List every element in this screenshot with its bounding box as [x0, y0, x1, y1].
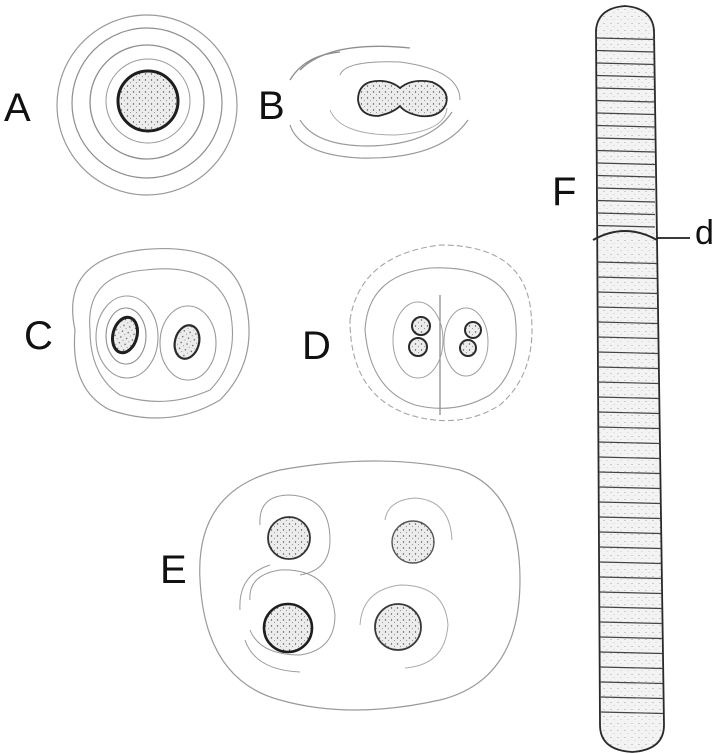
- panel-f-filament: [593, 6, 690, 752]
- pointer-label-d: d: [695, 216, 714, 250]
- panel-label-c: C: [24, 316, 53, 356]
- panel-e-cell: [200, 461, 520, 710]
- panel-d-cell: [350, 245, 532, 421]
- panel-label-d: D: [302, 326, 331, 366]
- panel-c-cell: [73, 249, 249, 418]
- panel-b-cell: [290, 46, 468, 158]
- panel-label-e: E: [160, 550, 187, 590]
- panel-label-a: A: [4, 88, 31, 128]
- panel-label-b: B: [258, 86, 285, 126]
- panel-label-f: F: [552, 172, 576, 212]
- panel-a-cell: [57, 15, 237, 195]
